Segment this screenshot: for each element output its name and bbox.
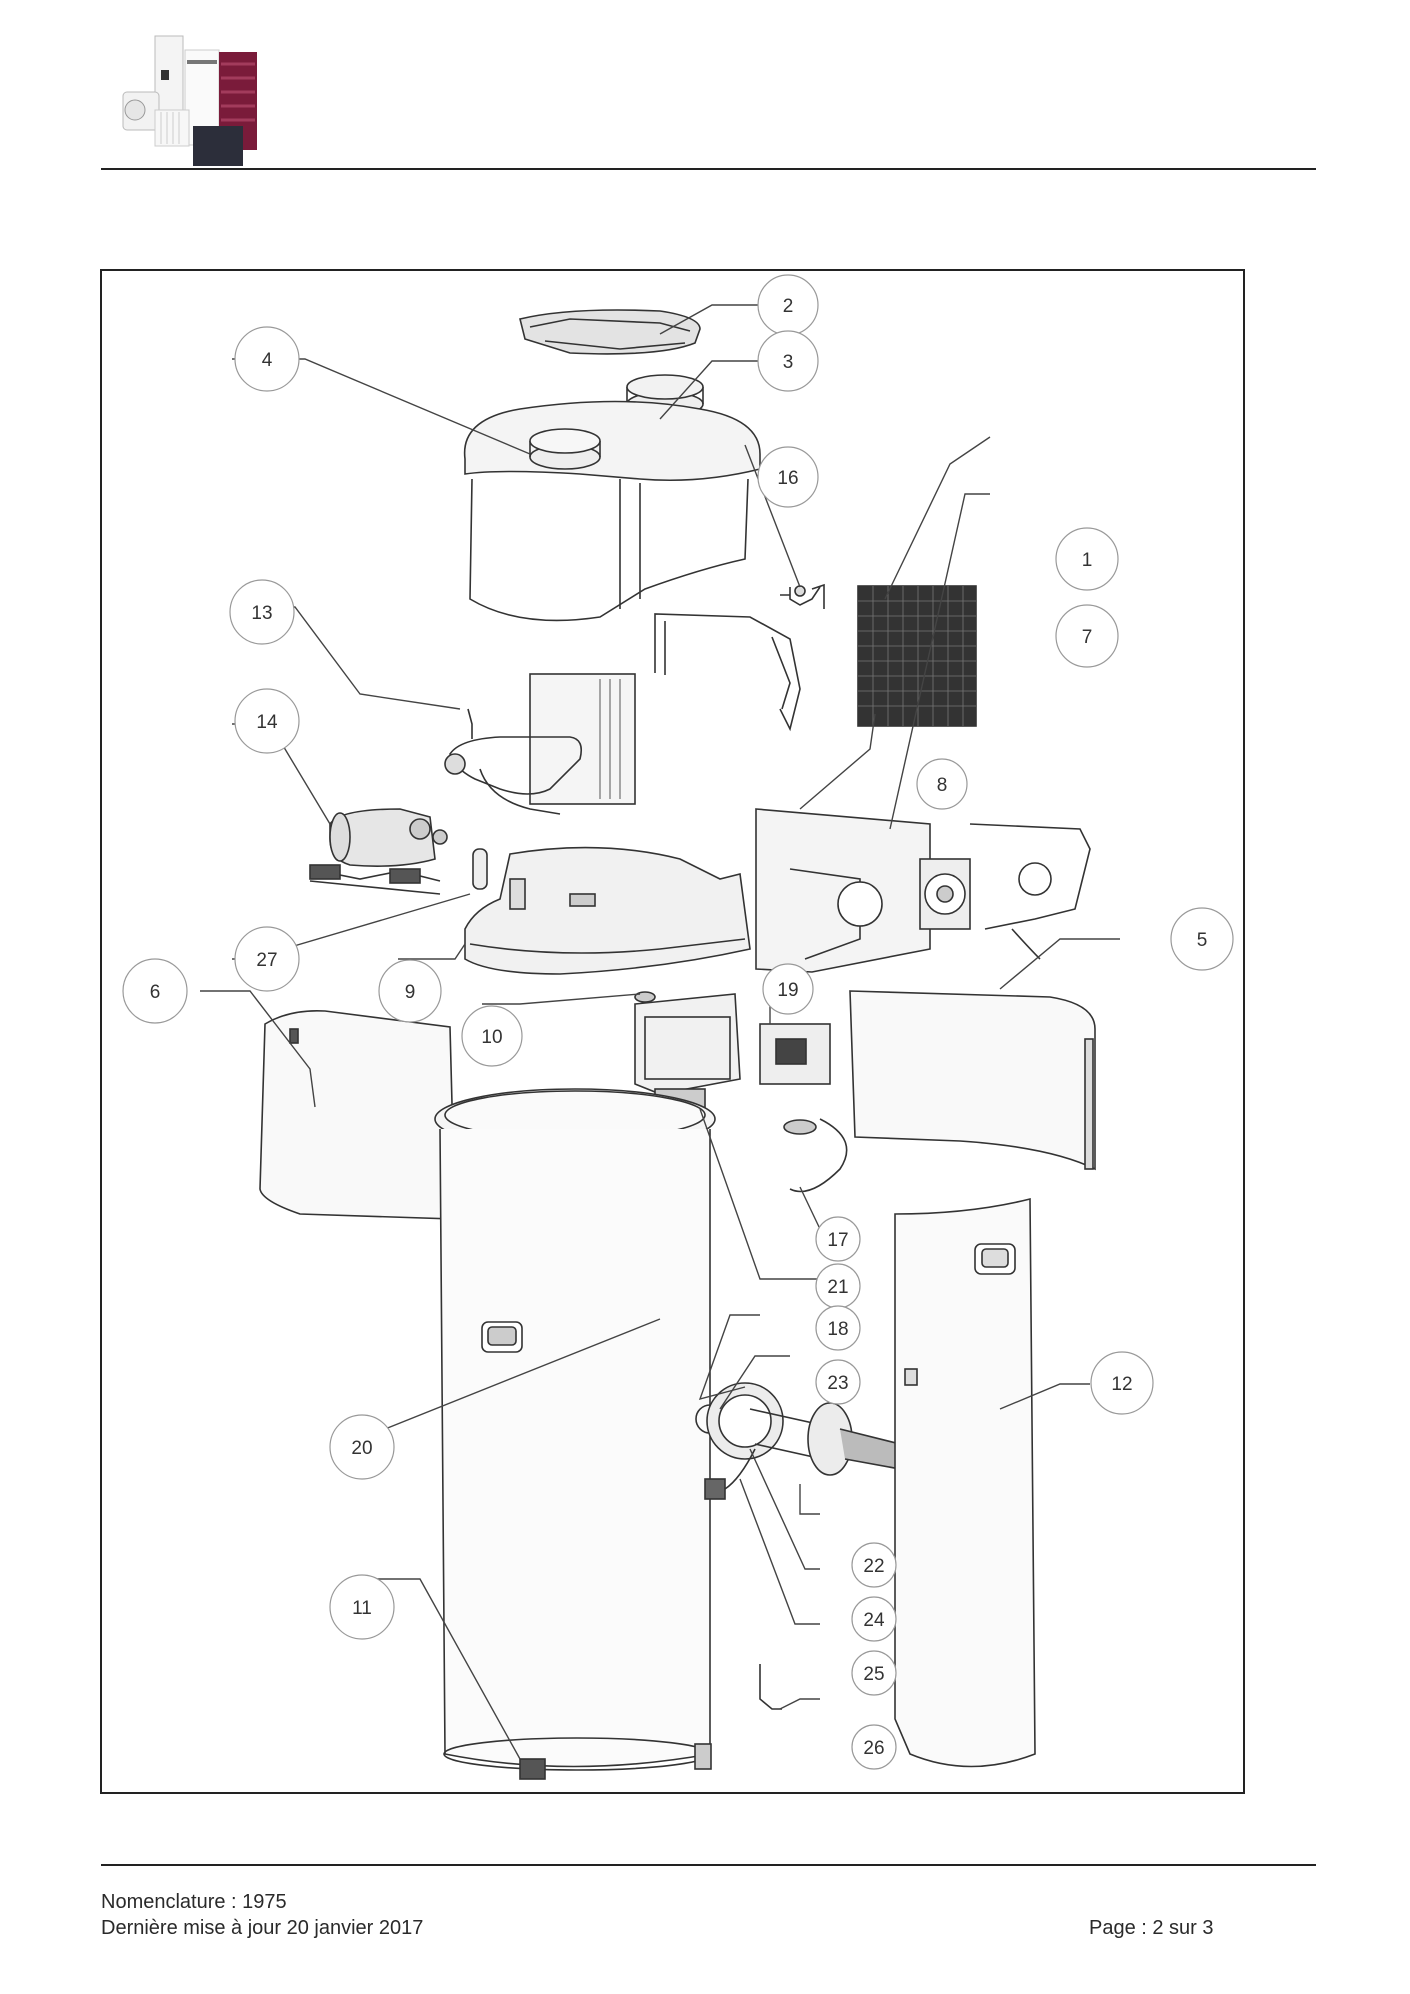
svg-text:4: 4 xyxy=(262,350,273,371)
svg-text:19: 19 xyxy=(777,980,798,1001)
part-base-tray xyxy=(464,846,751,975)
callout-11: 11 xyxy=(329,1574,395,1640)
page-number: Page : 2 sur 3 xyxy=(1089,1917,1214,1939)
svg-text:2: 2 xyxy=(783,296,794,317)
callout-20: 20 xyxy=(329,1414,395,1480)
svg-text:21: 21 xyxy=(827,1277,848,1298)
part-evaporator-grid xyxy=(857,585,977,727)
part-left-side-panel xyxy=(259,1009,456,1220)
part-mounting-bracket xyxy=(759,1664,782,1710)
callout-18: 18 xyxy=(815,1305,861,1351)
callout-1: 1 xyxy=(1055,527,1119,591)
svg-text:3: 3 xyxy=(783,352,794,373)
part-expansion-valve xyxy=(780,583,825,609)
diagram-frame xyxy=(100,269,1245,1794)
nomenclature-label: Nomenclature : 1975 xyxy=(101,1891,287,1913)
part-fan-housing xyxy=(755,808,1091,973)
callout-6: 6 xyxy=(122,958,188,1024)
svg-text:23: 23 xyxy=(827,1373,848,1394)
svg-text:5: 5 xyxy=(1197,930,1208,951)
svg-text:14: 14 xyxy=(256,712,278,733)
callout-24: 24 xyxy=(851,1596,897,1642)
svg-text:24: 24 xyxy=(863,1610,885,1631)
callout-16: 16 xyxy=(757,446,819,508)
svg-text:20: 20 xyxy=(351,1438,372,1459)
svg-text:16: 16 xyxy=(777,468,798,489)
part-front-cover xyxy=(894,1197,1036,1768)
callout-2: 2 xyxy=(757,274,819,336)
callout-26: 26 xyxy=(851,1724,897,1770)
callouts: 2 3 4 16 1 7 13 14 8 27 6 9 5 19 10 17 2… xyxy=(122,274,1234,1770)
svg-text:22: 22 xyxy=(863,1556,884,1577)
part-top-cover xyxy=(519,309,701,355)
callout-7: 7 xyxy=(1055,604,1119,668)
footer-divider xyxy=(101,1864,1316,1866)
header-divider xyxy=(101,168,1316,170)
svg-text:11: 11 xyxy=(352,1598,372,1619)
callout-9: 9 xyxy=(378,959,442,1023)
callout-23: 23 xyxy=(815,1359,861,1405)
svg-text:9: 9 xyxy=(405,982,416,1003)
part-top-housing xyxy=(463,374,761,622)
svg-text:6: 6 xyxy=(150,982,161,1003)
callout-22: 22 xyxy=(851,1542,897,1588)
svg-text:10: 10 xyxy=(481,1027,502,1048)
callout-5: 5 xyxy=(1170,907,1234,971)
part-compressor xyxy=(309,808,448,895)
svg-text:13: 13 xyxy=(251,603,272,624)
svg-text:17: 17 xyxy=(827,1230,848,1251)
callout-8: 8 xyxy=(916,758,968,810)
callout-12: 12 xyxy=(1090,1351,1154,1415)
callout-14: 14 xyxy=(234,688,300,754)
callout-17: 17 xyxy=(815,1216,861,1262)
callout-21: 21 xyxy=(815,1263,861,1309)
callout-3: 3 xyxy=(757,330,819,392)
part-water-tank xyxy=(434,1088,725,1780)
part-condenser-coil xyxy=(444,673,636,815)
svg-text:18: 18 xyxy=(827,1319,848,1340)
callout-25: 25 xyxy=(851,1650,897,1696)
svg-text:1: 1 xyxy=(1082,550,1093,571)
exploded-view-diagram: 2 3 4 16 1 7 13 14 8 27 6 9 5 19 10 17 2… xyxy=(122,274,1234,1780)
product-range-logo-icon xyxy=(115,30,280,170)
svg-text:27: 27 xyxy=(256,950,277,971)
part-capillary-tube xyxy=(654,613,801,732)
callout-10: 10 xyxy=(461,1005,523,1067)
part-right-side-panel xyxy=(849,990,1096,1171)
svg-text:8: 8 xyxy=(937,775,948,796)
svg-text:25: 25 xyxy=(863,1664,884,1685)
callout-19: 19 xyxy=(762,963,814,1015)
part-temperature-sensor xyxy=(783,1118,848,1193)
svg-text:7: 7 xyxy=(1082,627,1093,648)
svg-text:26: 26 xyxy=(863,1738,884,1759)
svg-text:12: 12 xyxy=(1111,1374,1132,1395)
part-heating-element xyxy=(704,1382,901,1500)
callout-4: 4 xyxy=(234,326,300,392)
part-power-module xyxy=(759,1023,831,1085)
callout-27: 27 xyxy=(234,926,300,992)
part-electronics-box xyxy=(634,993,741,1110)
part-filter-drier xyxy=(472,848,488,890)
last-update-label: Dernière mise à jour 20 janvier 2017 xyxy=(101,1917,424,1939)
callout-13: 13 xyxy=(229,579,295,645)
